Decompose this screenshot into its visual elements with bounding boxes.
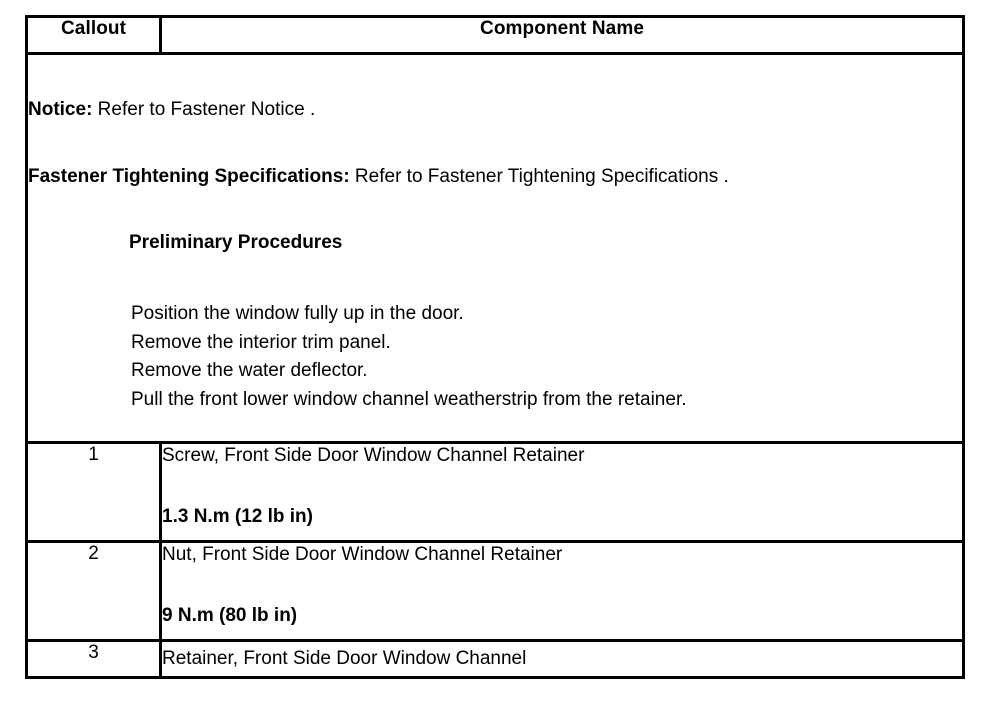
column-header-callout: Callout xyxy=(25,15,162,55)
torque-spec-text: 9 N.m (80 lb in) xyxy=(162,605,298,626)
fastener-spec-label: Fastener Tightening Specifications: xyxy=(28,166,350,187)
callout-number: 3 xyxy=(25,639,162,679)
column-header-component-name: Component Name xyxy=(159,15,965,55)
component-name-text: Retainer, Front Side Door Window Channel xyxy=(162,648,527,669)
component-cell: Retainer, Front Side Door Window Channel xyxy=(159,639,965,679)
list-item: Pull the front lower window channel weat… xyxy=(131,388,687,410)
notice-block: Notice: Refer to Fastener Notice . Faste… xyxy=(28,55,962,441)
component-spacer xyxy=(162,468,962,506)
fastener-spec-paragraph: Fastener Tightening Specifications: Refe… xyxy=(28,166,962,188)
notice-row: Notice: Refer to Fastener Notice . Faste… xyxy=(25,52,965,444)
callout-number: 2 xyxy=(25,540,162,642)
notice-gap-two xyxy=(28,188,962,232)
table-row: 2 Nut, Front Side Door Window Channel Re… xyxy=(25,540,965,642)
list-item: Remove the interior trim panel. xyxy=(131,331,391,353)
callout-number: 1 xyxy=(25,441,162,543)
notice-gap-one xyxy=(28,121,962,166)
notice-block-cell: Notice: Refer to Fastener Notice . Faste… xyxy=(25,52,965,444)
notice-top-spacer xyxy=(28,55,962,99)
preliminary-procedures-heading: Preliminary Procedures xyxy=(129,232,343,253)
component-cell: Nut, Front Side Door Window Channel Reta… xyxy=(159,540,965,642)
component-name-text: Screw, Front Side Door Window Channel Re… xyxy=(162,445,585,466)
fastener-spec-text: Refer to Fastener Tightening Specificati… xyxy=(349,166,729,187)
list-item: Remove the water deflector. xyxy=(131,360,368,381)
notice-text: Refer to Fastener Notice . xyxy=(92,99,316,120)
notice-gap-three xyxy=(28,254,962,300)
table-header-row: Callout Component Name xyxy=(25,15,965,55)
notice-paragraph: Notice: Refer to Fastener Notice . xyxy=(28,99,962,121)
notice-label: Notice: xyxy=(28,99,93,120)
component-name-text: Nut, Front Side Door Window Channel Reta… xyxy=(162,544,563,565)
preliminary-procedures-list: Position the window fully up in the door… xyxy=(28,300,962,414)
component-specification-table: Callout Component Name Notice: Refer to … xyxy=(25,15,965,679)
table-row: 1 Screw, Front Side Door Window Channel … xyxy=(25,441,965,543)
table-row: 3 Retainer, Front Side Door Window Chann… xyxy=(25,639,965,679)
component-spacer xyxy=(162,567,962,605)
torque-spec-text: 1.3 N.m (12 lb in) xyxy=(162,506,313,527)
component-cell: Screw, Front Side Door Window Channel Re… xyxy=(159,441,965,543)
list-item: Position the window fully up in the door… xyxy=(131,303,464,324)
